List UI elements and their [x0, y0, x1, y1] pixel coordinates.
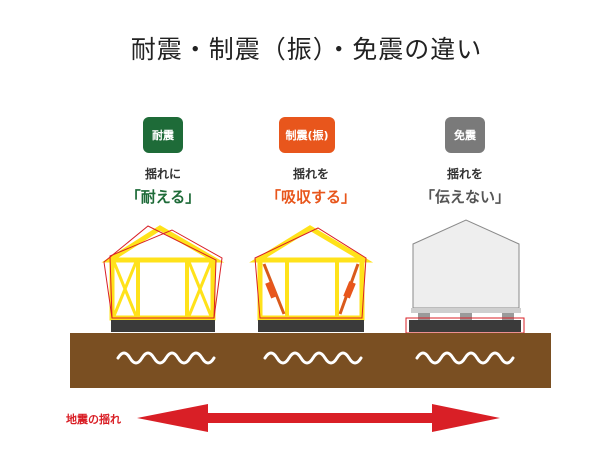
- roof-frame-2: [249, 225, 374, 263]
- sub-label-taishin: 揺れに: [144, 167, 181, 181]
- wave-1: [116, 351, 216, 365]
- brace-1d: [187, 261, 213, 317]
- page-title: 耐震・制震（振）・免震の違い: [130, 35, 483, 64]
- sway-outline-2: [254, 227, 367, 319]
- house-body-3: [412, 219, 520, 309]
- foundation-2: [258, 320, 364, 332]
- wall-frame-1: [109, 257, 216, 321]
- wave-3: [415, 351, 515, 365]
- emph-label-seishin: 「吸収する」: [265, 188, 356, 206]
- damper-2a: [265, 281, 278, 299]
- isolator-3b: [460, 313, 472, 320]
- arrow-label: 地震の揺れ: [66, 413, 121, 426]
- foundation-3: [409, 320, 521, 332]
- sub-label-seishin: 揺れを: [292, 167, 329, 181]
- sway-outline-1b: [109, 229, 223, 319]
- house-seishin: [249, 225, 374, 332]
- slab-3: [411, 308, 521, 313]
- sway-outline-1a: [103, 225, 217, 319]
- emph-label-menshin: 「伝えない」: [419, 188, 510, 206]
- badge-menshin: 免震: [445, 117, 485, 153]
- house-menshin: [405, 219, 525, 334]
- double-arrow-icon: [137, 404, 500, 432]
- house-taishin: [101, 225, 225, 332]
- badge-taishin: 耐震: [143, 117, 183, 153]
- wave-2: [263, 351, 363, 365]
- emph-label-taishin: 「耐える」: [125, 188, 201, 206]
- foundation-1: [111, 320, 215, 332]
- isolator-3a: [418, 313, 430, 320]
- brace-1b: [112, 261, 138, 317]
- damper-2b: [343, 281, 356, 299]
- isolator-3c: [502, 313, 514, 320]
- badge-seishin: 制震(振): [279, 117, 335, 153]
- sub-label-menshin: 揺れを: [446, 167, 483, 181]
